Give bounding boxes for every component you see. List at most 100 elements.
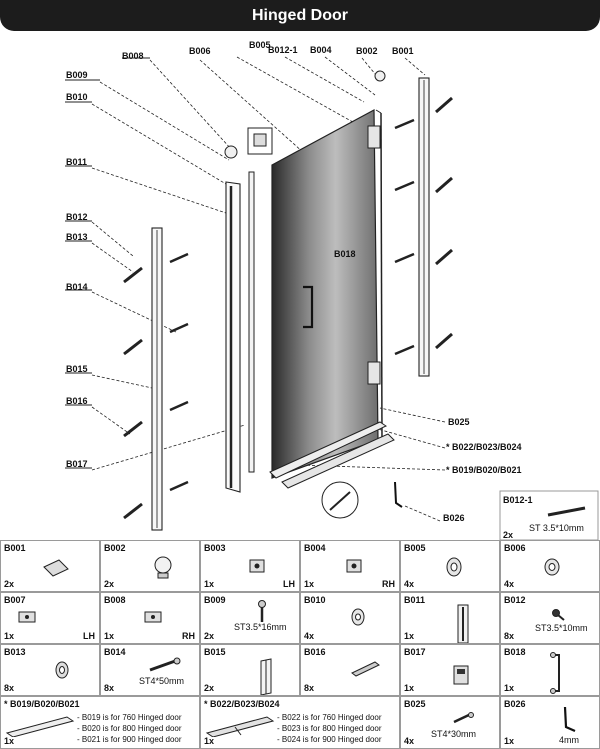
part-b017: B017 1x: [400, 644, 500, 696]
washer-icon: [446, 557, 462, 577]
bottom-sill-icon: [5, 716, 75, 737]
part-b005: B005 4x: [400, 540, 500, 592]
bottom-sill-lower: [281, 433, 395, 489]
part-spec: ST3.5*16mm: [234, 622, 287, 632]
part-qty: 2x: [204, 683, 215, 693]
allen-key-drawing: [394, 481, 403, 508]
part-b022-group: * B022/B023/B024 - B022 is for 760 Hinge…: [200, 696, 400, 749]
part-b004: B004 1x RH: [300, 540, 400, 592]
page-title: Hinged Door: [0, 0, 600, 31]
part-note: - B019 is for 760 Hinged door: [77, 713, 182, 722]
label-b011: B011: [66, 157, 88, 167]
parts-grid: B001 2x B002 2x B003 1x LH B004 1x RH B0…: [0, 540, 600, 749]
part-code: B008: [104, 595, 126, 605]
label-b014: B014: [66, 282, 88, 292]
allen-key-icon: [563, 706, 576, 733]
part-code: B017: [404, 647, 426, 657]
part-qty: 4x: [504, 579, 515, 589]
part-code: B014: [104, 647, 126, 657]
part-b013: B013 8x: [0, 644, 100, 696]
label-b012: B012: [66, 212, 88, 222]
part-qty: 4x: [404, 579, 415, 589]
part-qty: 1x: [4, 631, 15, 641]
part-b012: B012 ST3.5*10mm 8x: [500, 592, 600, 644]
label-b010: B010: [66, 92, 88, 102]
label-b022-group: * B022/B023/B024: [446, 442, 522, 452]
part-qty: 1x: [204, 579, 215, 589]
seal-icon: [453, 665, 469, 685]
knob-icon: [154, 556, 172, 579]
washer-icon: [544, 558, 560, 576]
top-knob: [224, 145, 238, 159]
part-code: B005: [404, 543, 426, 553]
label-b009: B009: [66, 70, 88, 80]
part-code: B012: [504, 595, 526, 605]
label-b018: B018: [334, 249, 356, 259]
part-spec: 4mm: [559, 735, 579, 745]
label-b002: B002: [356, 46, 378, 56]
part-qty: 8x: [104, 683, 115, 693]
part-qty: 4x: [404, 736, 415, 746]
bottom-sill-icon: [205, 716, 275, 737]
part-qty: 1x: [204, 736, 215, 746]
label-b008: B008: [122, 51, 144, 61]
part-side: LH: [283, 579, 295, 589]
screw-icon: [453, 712, 474, 724]
magnetic-strip-icon: [457, 604, 469, 643]
part-note: - B024 is for 900 Hinged door: [277, 735, 382, 744]
part-qty: 8x: [4, 683, 15, 693]
part-note: - B020 is for 800 Hinged door: [77, 724, 182, 733]
exploded-view-drawing: [65, 56, 599, 540]
label-b012-1: B012-1: [268, 45, 298, 55]
part-b026: B026 4mm 1x: [500, 696, 600, 749]
part-b007: B007 1x LH: [0, 592, 100, 644]
label-b013: B013: [66, 232, 88, 242]
label-b017: B017: [66, 459, 88, 469]
part-b011: B011 1x: [400, 592, 500, 644]
part-qty: 8x: [504, 631, 515, 641]
part-b003: B003 1x LH: [200, 540, 300, 592]
cap-icon: [55, 661, 69, 679]
part-b010: B010 4x: [300, 592, 400, 644]
part-code: B006: [504, 543, 526, 553]
cap-icon: [43, 559, 69, 577]
part-qty: 2x: [4, 579, 15, 589]
wall-plug-icon: [351, 661, 380, 677]
part-b025: B025 ST4*30mm 4x: [400, 696, 500, 749]
part-code: B007: [4, 595, 26, 605]
part-qty: 2x: [104, 579, 115, 589]
bracket-icon: [144, 611, 162, 623]
seal-pole: [248, 171, 255, 473]
part-qty: 1x: [504, 736, 515, 746]
b012-1-qty: 2x: [503, 530, 514, 540]
label-b015: B015: [66, 364, 88, 374]
part-qty: 1x: [104, 631, 115, 641]
part-code: B002: [104, 543, 126, 553]
part-qty: 8x: [304, 683, 315, 693]
part-code: B018: [504, 647, 526, 657]
part-qty: 4x: [304, 631, 315, 641]
part-b014: B014 ST4*50mm 8x: [100, 644, 200, 696]
part-b015: B015 2x: [200, 644, 300, 696]
part-b001: B001 2x: [0, 540, 100, 592]
part-b002: B002 2x: [100, 540, 200, 592]
part-spec: ST3.5*10mm: [535, 623, 588, 633]
part-side: RH: [382, 579, 395, 589]
exploded-diagram: B005 B006 B012-1 B004 B002 B001 B008 B00…: [65, 40, 599, 540]
door-handle: [303, 285, 314, 329]
right-screws: [394, 96, 453, 356]
part-qty: 1x: [404, 631, 415, 641]
label-b026: B026: [443, 513, 465, 523]
label-b004: B004: [310, 45, 332, 55]
wall-profile-icon: [260, 658, 272, 695]
part-code: B025: [404, 699, 426, 709]
part-spec: ST4*50mm: [139, 676, 185, 686]
part-qty: 1x: [304, 579, 315, 589]
lower-hinge: [367, 361, 381, 385]
part-side: RH: [182, 631, 195, 641]
bracket-icon: [249, 559, 265, 573]
part-b008: B008 1x RH: [100, 592, 200, 644]
part-code: B011: [404, 595, 426, 605]
label-underlines: [65, 57, 150, 469]
label-b025: B025: [448, 417, 470, 427]
